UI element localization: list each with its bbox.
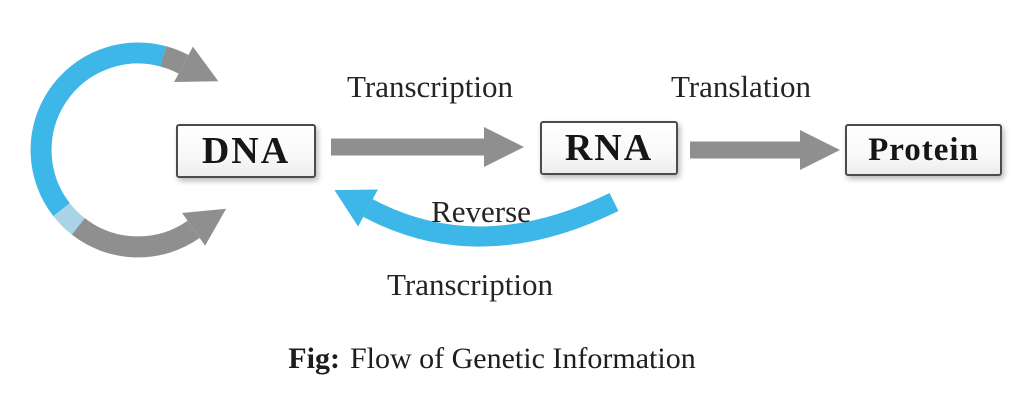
- transcription-arrow: [331, 127, 524, 167]
- node-dna: DNA: [176, 124, 316, 178]
- reverse-transcription-label-line2: Transcription: [387, 267, 553, 302]
- transcription-label: Transcription: [347, 69, 513, 104]
- reverse-transcription-label-line1: Reverse: [431, 194, 531, 229]
- node-rna: RNA: [540, 121, 678, 175]
- node-dna-label: DNA: [201, 130, 291, 172]
- replication-arrowhead-top-icon: [174, 46, 219, 82]
- figure-caption-prefix: Fig:: [288, 342, 340, 375]
- reverse-transcription-arrowhead-icon: [334, 189, 378, 227]
- translation-label: Translation: [670, 69, 812, 104]
- replication-arc-gray-top: [160, 46, 189, 74]
- node-protein: Protein: [845, 124, 1002, 176]
- figure-caption-text: Flow of Genetic Information: [349, 342, 696, 375]
- figure-caption: Fig: Flow of Genetic Information: [288, 344, 695, 374]
- node-rna-label: RNA: [564, 127, 654, 169]
- replication-arc-lightblue: [53, 203, 85, 235]
- reverse-transcription-arrow-curve: [363, 193, 619, 247]
- translation-arrow: [690, 130, 840, 170]
- node-protein-label: Protein: [868, 131, 979, 168]
- replication-arrowhead-bottom-icon: [182, 208, 227, 246]
- replication-arc-blue: [30, 42, 166, 217]
- replication-arc-gray-bottom: [71, 217, 200, 258]
